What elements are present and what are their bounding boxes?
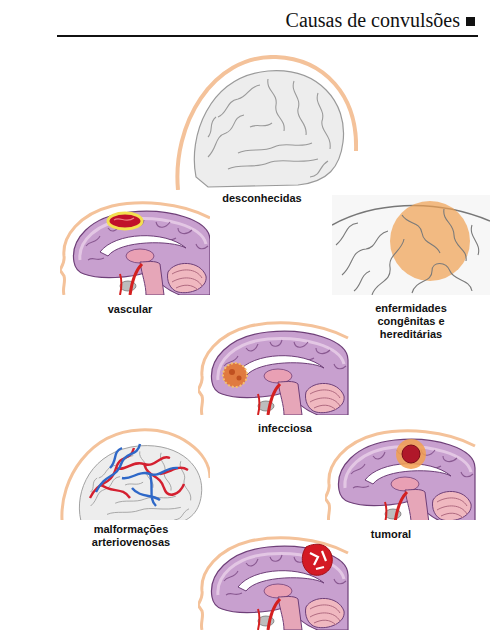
head-trauma [198,538,348,630]
head-infectious [198,323,348,415]
cause-label: tumoral [316,528,466,541]
lateral-brain [79,446,201,527]
head-unknown [177,57,356,190]
head-outline [62,430,210,520]
sagittal-brain [60,203,210,295]
cause-label: enfermidades congênitas e hereditárias [369,302,453,341]
cause-label: desconhecidas [187,192,337,205]
tumor-halo [396,439,426,469]
page-title: Causas de convulsões [286,8,460,32]
brain-detail [332,195,490,295]
head-avm [62,430,210,527]
head-outline [177,57,356,190]
sagittal-brain [198,323,348,415]
cause-label: infecciosa [210,422,360,435]
lateral-brain [194,71,343,187]
cause-label: vascular [55,303,205,316]
tumor-mass [402,445,420,463]
vascular-lesion [108,213,142,229]
vein-tangle [96,444,178,506]
head-vascular [60,203,210,295]
congenital-zone [390,201,470,281]
sagittal-brain [325,431,475,523]
sagittal-brain [198,538,348,630]
trauma-lesion [302,544,332,575]
title-rule [57,35,478,37]
infection-focus [223,363,247,387]
head-tumor [325,431,475,523]
cause-label: malformações arteriovenosas [81,523,181,549]
title-square [466,17,475,26]
